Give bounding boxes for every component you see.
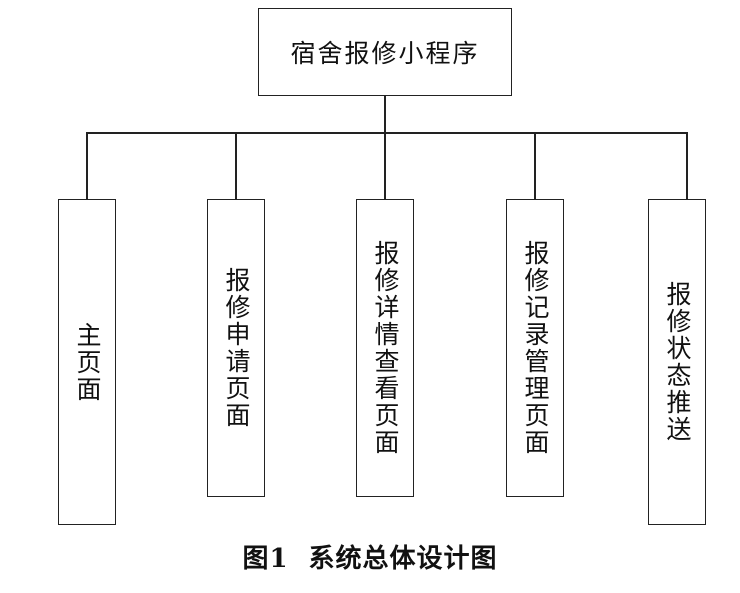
node-leaf-repair-status-push: 报修状态推送 [648,199,706,525]
node-root-label: 宿舍报修小程序 [290,39,480,68]
node-leaf-repair-record-page-label: 报修记录管理页面 [521,240,550,456]
connector-drop-5 [686,132,688,199]
connector-drop-1 [86,132,88,199]
node-leaf-repair-request-page-label: 报修申请页面 [222,267,251,429]
connector-horizontal-bus [86,132,688,134]
node-leaf-repair-status-push-label: 报修状态推送 [663,281,692,443]
node-leaf-repair-record-page: 报修记录管理页面 [506,199,564,497]
figure-number: 图1 [242,544,289,574]
connector-drop-3 [384,132,386,199]
node-leaf-repair-request-page: 报修申请页面 [207,199,265,497]
figure-title: 系统总体设计图 [308,544,498,574]
node-leaf-repair-detail-page-label: 报修详情查看页面 [371,240,400,456]
node-leaf-home-page: 主页面 [58,199,116,525]
figure-caption: 图1 系统总体设计图 [0,538,740,575]
node-root: 宿舍报修小程序 [258,8,512,96]
node-leaf-home-page-label: 主页面 [73,321,102,403]
connector-drop-4 [534,132,536,199]
connector-root-stem [384,96,386,133]
node-leaf-repair-detail-page: 报修详情查看页面 [356,199,414,497]
connector-drop-2 [235,132,237,199]
